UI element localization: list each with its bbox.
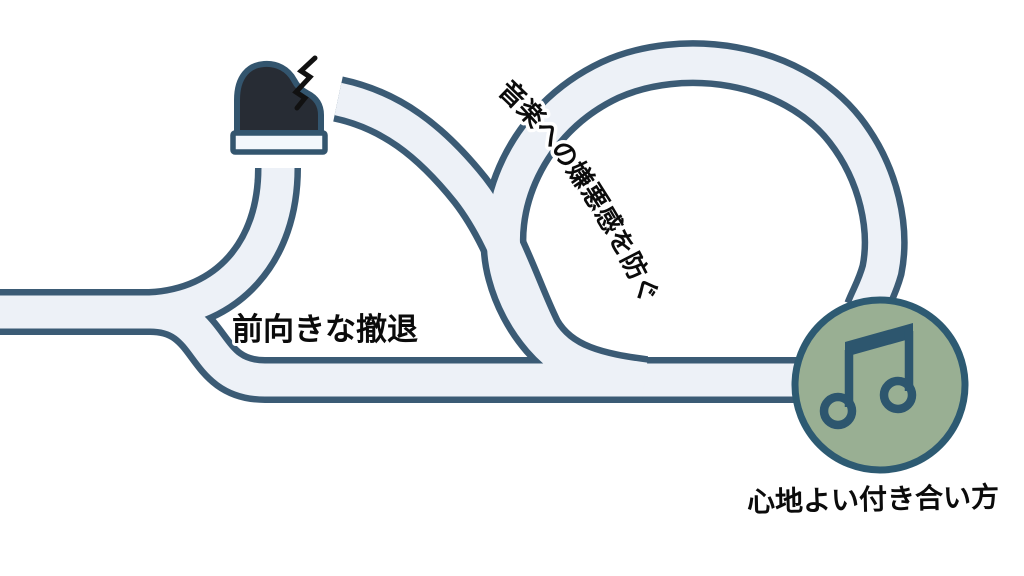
retreat-label: 前向きな撤退	[232, 312, 418, 347]
road-outlines	[0, 63, 885, 380]
piano-keyboard	[230, 130, 328, 155]
grand-piano-icon	[230, 60, 328, 155]
music-goal-node	[791, 296, 969, 474]
beamed-music-notes-icon	[819, 323, 917, 430]
piano-body	[234, 60, 324, 136]
note-head-right	[879, 376, 917, 414]
goal-circle	[791, 296, 969, 474]
note-beam	[845, 323, 913, 357]
noise-squiggle-icon	[292, 55, 318, 111]
goal-label: 心地よい付き合い方	[747, 480, 1000, 517]
note-head-left	[819, 392, 857, 430]
